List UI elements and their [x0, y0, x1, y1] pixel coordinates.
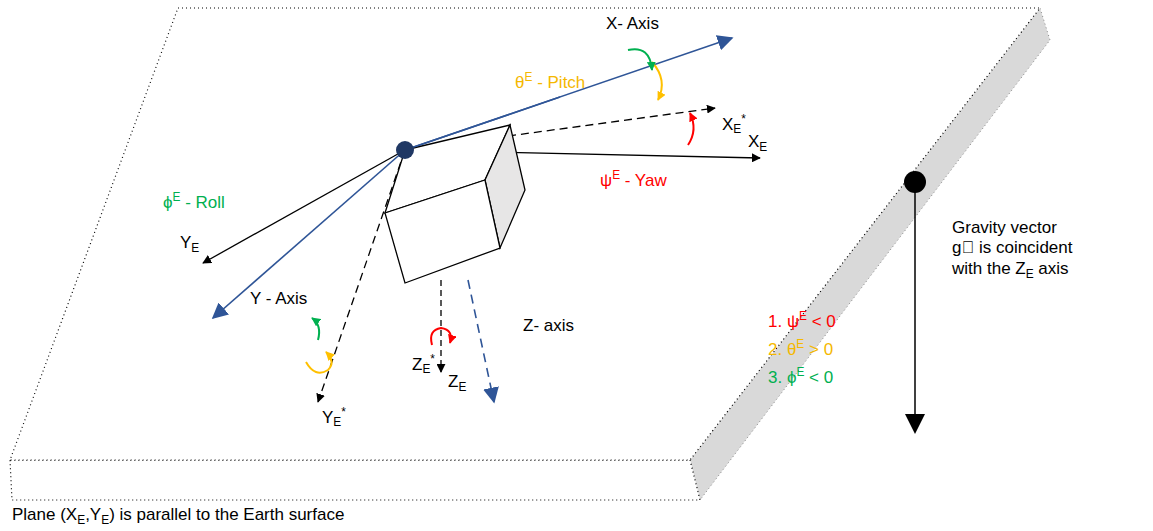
earth-plane-slab: [10, 8, 1050, 500]
slab-top: [10, 8, 1040, 460]
axis-label: YE: [180, 233, 199, 255]
yaw-arc-z: [431, 328, 451, 345]
angle-label: ψE - Yaw: [600, 168, 667, 191]
yaw-arc: [688, 113, 694, 145]
condition-note: 1. ψE < 0: [768, 309, 836, 332]
axis-label: X- Axis: [606, 14, 659, 34]
pitch-arc-y: [306, 352, 332, 373]
axis-label: YE*: [322, 405, 346, 429]
device-box: [385, 125, 525, 283]
axis-label: Z- axis: [523, 316, 574, 336]
axis-label: Y - Axis: [250, 289, 307, 309]
condition-note: 3. ϕE < 0: [768, 365, 833, 388]
x-body-axis: [405, 38, 732, 150]
ye-axis: [203, 150, 405, 263]
ze-axis: [440, 280, 441, 372]
axis-label: ZE*: [412, 352, 435, 376]
gravity-dot: [904, 171, 926, 193]
roll-arc: [628, 49, 652, 70]
origin-dot: [396, 141, 414, 159]
angle-label: ϕE - Roll: [163, 190, 225, 213]
roll-arc-y: [312, 318, 319, 340]
pitch-arc: [652, 62, 662, 100]
angle-label: θE - Pitch: [515, 70, 585, 93]
plane-caption: Plane (XE,YE) is parallel to the Earth s…: [12, 505, 344, 527]
gravity-vector: [914, 190, 916, 432]
y-body-axis: [213, 150, 405, 318]
z-body-axis: [468, 280, 494, 402]
slab-front: [10, 460, 700, 500]
box-front: [385, 180, 500, 283]
axis-label: XE*: [722, 112, 746, 136]
axis-label: ZE: [448, 372, 466, 394]
gravity-note: Gravity vector g⃗ is coincident with the…: [952, 218, 1080, 281]
condition-note: 2. θE > 0: [768, 337, 833, 360]
earth-axes: [203, 108, 760, 402]
x-body-axis-over: [405, 97, 560, 150]
body-axes: [213, 38, 732, 402]
axis-label: XE: [748, 132, 767, 154]
